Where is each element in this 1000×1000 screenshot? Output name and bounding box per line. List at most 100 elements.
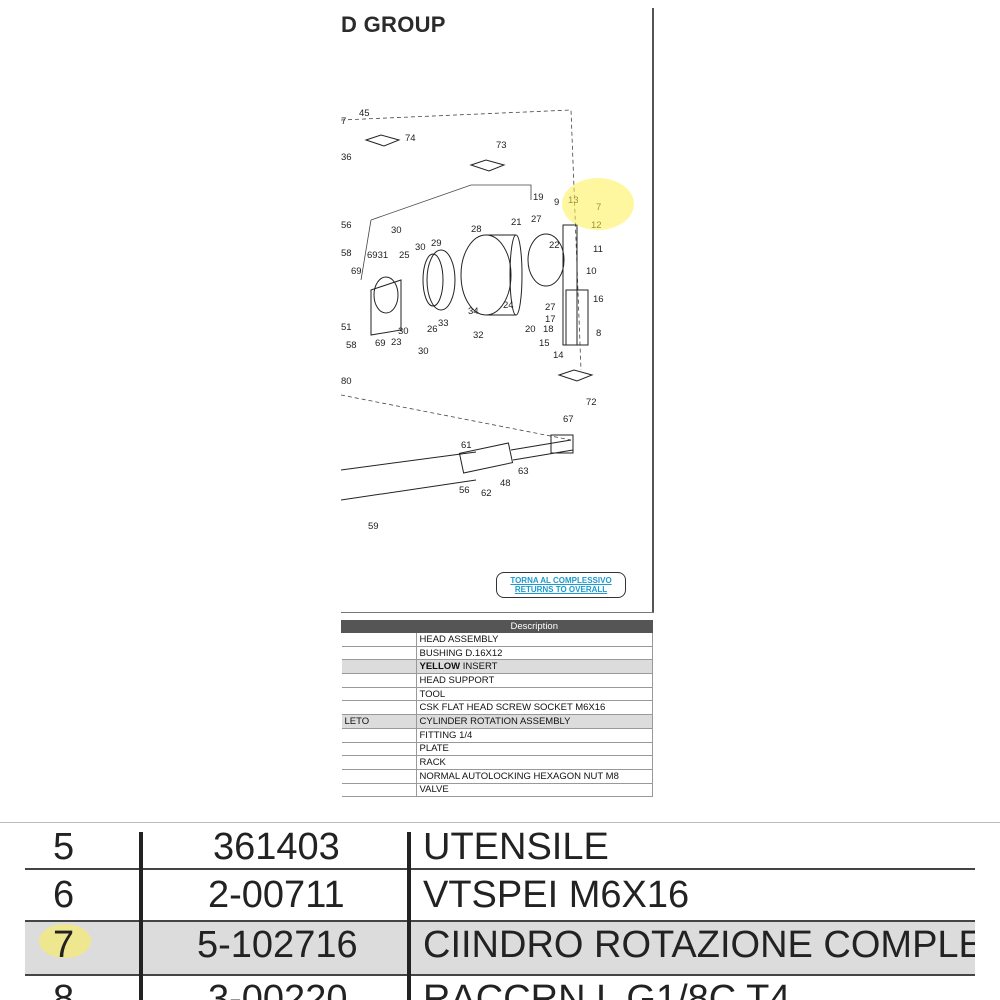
zoomed-table-excerpt: 5 361403 UTENSILE 6 2-00711 VTSPEI M6X16… <box>0 822 1000 1000</box>
row-description-bold: YELLOW <box>419 661 461 673</box>
row-code: 3-00220 <box>208 978 348 1000</box>
row-description: BUSHING D.16X12 <box>415 645 653 661</box>
return-label-it: TORNA AL COMPLESSIVO <box>510 576 612 585</box>
svg-text:34: 34 <box>468 306 479 317</box>
table-row: 6 2-00711 VTSPEI M6X16 <box>25 872 975 922</box>
svg-text:51: 51 <box>341 322 352 333</box>
row-description: YELLOW INSERT <box>415 659 653 675</box>
svg-text:16: 16 <box>593 294 604 305</box>
row-code <box>341 727 417 743</box>
svg-text:27: 27 <box>545 302 556 313</box>
svg-text:30: 30 <box>418 346 429 357</box>
svg-text:63: 63 <box>518 466 529 477</box>
table-row: VALVE <box>341 782 653 798</box>
svg-text:28: 28 <box>471 224 482 235</box>
row-position: 8 <box>53 978 75 1000</box>
svg-text:73: 73 <box>496 140 507 151</box>
svg-text:33: 33 <box>438 318 449 329</box>
svg-text:6931: 6931 <box>367 250 388 261</box>
code-column-header <box>341 620 417 633</box>
svg-text:74: 74 <box>405 133 416 144</box>
svg-text:72: 72 <box>586 397 597 408</box>
sheet-right-border <box>652 8 654 612</box>
svg-text:56: 56 <box>459 485 470 496</box>
table-row: YELLOW INSERT <box>341 659 653 675</box>
row-description: CIINDRO ROTAZIONE COMPLETO <box>423 924 975 966</box>
svg-text:62: 62 <box>481 488 492 499</box>
row-description: VALVE <box>415 782 653 798</box>
svg-text:30: 30 <box>391 225 402 236</box>
svg-text:59: 59 <box>368 521 379 532</box>
svg-text:22: 22 <box>549 240 560 251</box>
svg-text:23: 23 <box>391 337 402 348</box>
table-row: PLATE <box>341 741 653 757</box>
description-column-header: Description <box>415 620 653 633</box>
row-code <box>341 645 417 661</box>
row-code: 2-00711 <box>208 874 345 916</box>
parts-table: Description HEAD ASSEMBLY BUSHING D.16X1… <box>341 620 653 798</box>
table-row: 8 3-00220 RACCRN L G1/8C T4 <box>25 976 975 1000</box>
row-code <box>341 673 417 688</box>
svg-text:7: 7 <box>341 116 346 127</box>
svg-text:58: 58 <box>341 248 352 259</box>
svg-text:25: 25 <box>399 250 410 261</box>
svg-text:56: 56 <box>341 220 352 231</box>
row-divider <box>25 868 975 870</box>
svg-text:20: 20 <box>525 324 536 335</box>
zoom-top-border <box>0 822 1000 823</box>
row-code: LETO <box>341 714 417 729</box>
row-description: RACK <box>415 755 653 770</box>
row-description: CSK FLAT HEAD SCREW SOCKET M6X16 <box>415 700 653 716</box>
row-description-rest: INSERT <box>460 661 498 673</box>
row-position: 6 <box>53 874 75 916</box>
highlight-callout-7 <box>562 178 634 230</box>
svg-text:18: 18 <box>543 324 554 335</box>
row-code <box>341 755 417 770</box>
svg-text:32: 32 <box>473 330 484 341</box>
page-title: D GROUP <box>341 12 446 37</box>
row-code: 5-102716 <box>197 924 358 966</box>
row-description: VTSPEI M6X16 <box>423 874 690 916</box>
svg-text:11: 11 <box>593 244 603 255</box>
svg-text:21: 21 <box>511 217 522 228</box>
table-row: CSK FLAT HEAD SCREW SOCKET M6X16 <box>341 700 653 716</box>
sheet-bottom-border <box>341 612 654 613</box>
svg-text:27: 27 <box>531 214 542 225</box>
svg-text:69: 69 <box>375 338 386 349</box>
svg-text:24: 24 <box>503 300 514 311</box>
svg-text:58: 58 <box>346 340 357 351</box>
row-description: CYLINDER ROTATION ASSEMBLY <box>415 714 653 729</box>
svg-text:15: 15 <box>539 338 550 349</box>
svg-text:30: 30 <box>415 242 426 253</box>
row-position: 7 <box>53 924 75 966</box>
row-code <box>341 686 417 702</box>
table-row: BUSHING D.16X12 <box>341 645 653 661</box>
svg-text:48: 48 <box>500 478 511 489</box>
row-code <box>341 768 417 784</box>
row-code <box>341 782 417 798</box>
svg-text:19: 19 <box>533 192 544 203</box>
row-code <box>341 741 417 757</box>
svg-text:17: 17 <box>545 314 556 325</box>
svg-text:80: 80 <box>341 376 352 387</box>
table-row-highlighted: 7 5-102716 CIINDRO ROTAZIONE COMPLETO <box>25 922 975 974</box>
row-description: TOOL <box>415 686 653 702</box>
table-row: HEAD ASSEMBLY <box>341 632 653 647</box>
svg-text:26: 26 <box>427 324 438 335</box>
column-divider <box>139 832 143 1000</box>
row-code <box>341 659 417 675</box>
svg-text:69: 69 <box>351 266 362 277</box>
svg-text:30: 30 <box>398 326 409 337</box>
table-row: NORMAL AUTOLOCKING HEXAGON NUT M8 <box>341 768 653 784</box>
svg-text:36: 36 <box>341 152 352 163</box>
svg-text:8: 8 <box>596 328 601 339</box>
row-position: 5 <box>53 826 75 868</box>
row-description: PLATE <box>415 741 653 757</box>
returns-to-overall-button[interactable]: TORNA AL COMPLESSIVO RETURNS TO OVERALL <box>496 572 626 598</box>
table-row: RACK <box>341 755 653 770</box>
svg-text:9: 9 <box>554 197 559 208</box>
svg-text:61: 61 <box>461 440 472 451</box>
row-divider <box>25 920 975 922</box>
